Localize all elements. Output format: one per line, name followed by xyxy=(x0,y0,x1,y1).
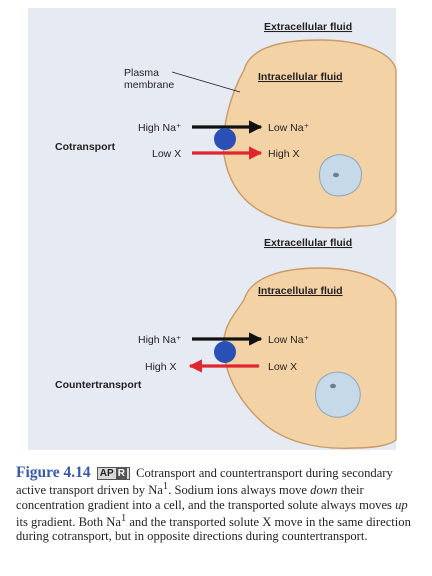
caption-sup-1: 1 xyxy=(162,481,169,493)
extracellular-label-bottom: Extracellular fluid xyxy=(264,237,352,249)
high-na-label-bottom: High Na⁺ xyxy=(138,334,182,346)
nucleus-bottom xyxy=(315,371,361,418)
countertransport-panel: Extracellular fluid Intracellular fluid … xyxy=(55,237,397,449)
caption-text-3: their concentration gradient into a cell… xyxy=(16,483,396,512)
membrane-label: membrane xyxy=(124,79,174,91)
caption-text-5: and the transported solute X move in the… xyxy=(16,514,411,544)
caption-text-4: its gradient. Both Na xyxy=(16,514,121,529)
nucleolus-top xyxy=(333,172,339,178)
apr-badge-r: R xyxy=(115,468,127,479)
caption-sup-2: 1 xyxy=(120,512,127,524)
carrier-protein-top xyxy=(214,128,236,150)
transport-diagram: Extracellular fluid Intracellular fluid … xyxy=(55,21,397,449)
nucleolus-bottom xyxy=(330,383,336,389)
high-x-label-top: High X xyxy=(268,148,300,160)
figure-number: Figure 4.14 xyxy=(16,464,91,481)
low-na-label-bottom: Low Na⁺ xyxy=(268,334,310,346)
plasma-label: Plasma xyxy=(124,67,159,79)
extracellular-label-top: Extracellular fluid xyxy=(264,21,352,33)
cotransport-panel: Extracellular fluid Intracellular fluid … xyxy=(55,21,397,229)
caption-emphasis-up: up xyxy=(395,497,408,512)
low-x-label-bottom: Low X xyxy=(268,361,297,373)
caption-emphasis-down: down xyxy=(310,483,338,498)
intracellular-label-top: Intracellular fluid xyxy=(258,71,343,83)
low-na-label-top: Low Na⁺ xyxy=(268,122,310,134)
low-x-label-top: Low X xyxy=(152,148,181,160)
high-na-label-top: High Na⁺ xyxy=(138,122,182,134)
caption-text-2: . Sodium ions always move xyxy=(168,483,311,498)
nucleus-top-outer xyxy=(319,154,362,197)
high-x-label-bottom: High X xyxy=(145,361,177,373)
carrier-protein-bottom xyxy=(214,341,236,363)
caption-text-1: Cotransport and countertransport during … xyxy=(16,466,393,498)
cotransport-label: Cotransport xyxy=(55,141,116,153)
plasma-membrane-leader xyxy=(171,71,241,93)
nucleus-bottom-outer xyxy=(315,371,361,418)
cell-top xyxy=(222,39,397,229)
intracellular-label-bottom: Intracellular fluid xyxy=(258,285,343,297)
apr-badge-ap: AP xyxy=(99,468,114,479)
countertransport-label: Countertransport xyxy=(55,379,142,391)
nucleus-top xyxy=(319,154,362,197)
